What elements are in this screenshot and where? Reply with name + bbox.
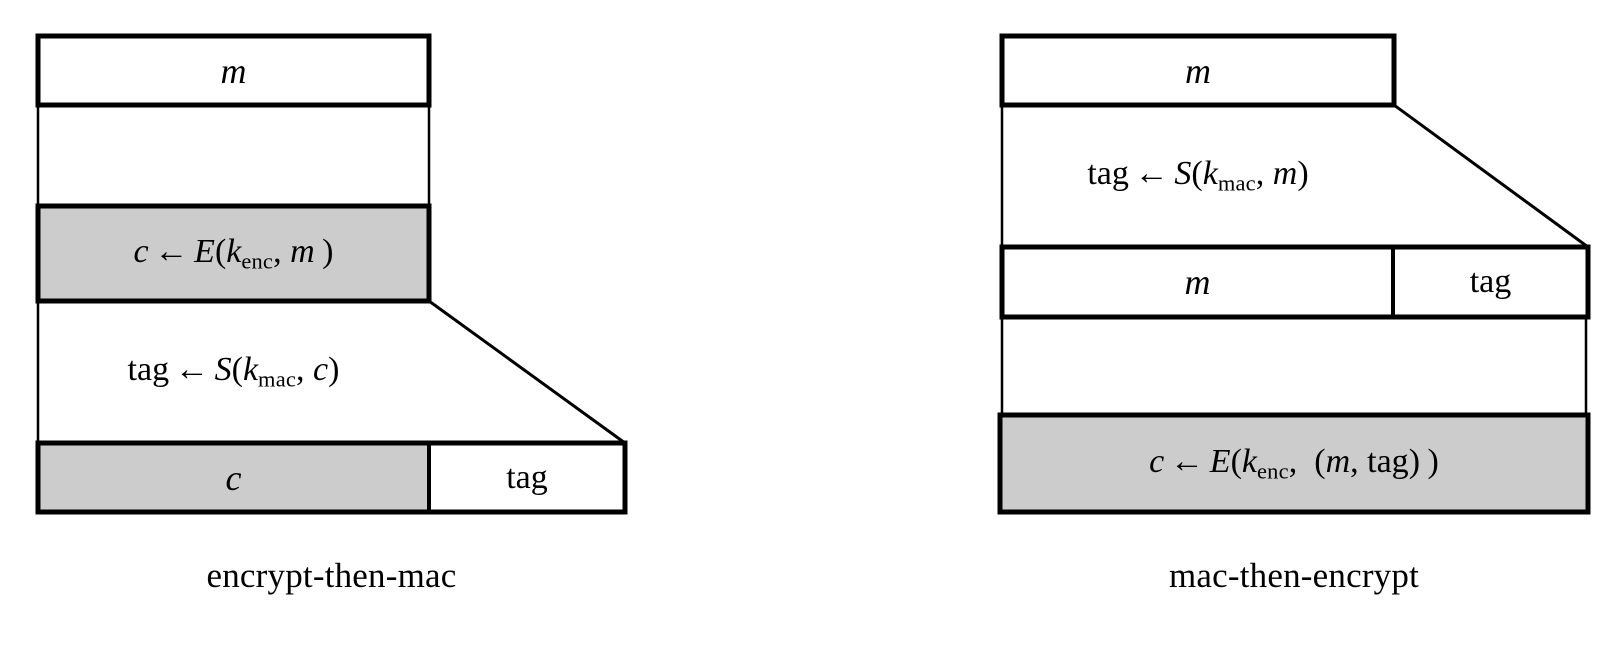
mte-intermediate-row-box (999, 244, 1591, 320)
mte-message-box (999, 33, 1397, 108)
mte-encrypt-box (997, 412, 1591, 515)
mac-then-encrypt-caption: mac-then-encrypt (1000, 556, 1588, 596)
etm-output-ciphertext-fill (40, 445, 429, 510)
etm-encrypt-box (35, 203, 432, 304)
caption-right-text: mac-then-encrypt (1168, 556, 1419, 595)
etm-output-row-outline (35, 440, 628, 515)
caption-left-text: encrypt-then-mac (206, 556, 457, 595)
encrypt-then-mac-diagram (35, 33, 628, 515)
mte-diagonal-connector (1393, 103, 1589, 249)
mac-then-encrypt-diagram (997, 33, 1591, 515)
etm-message-box (35, 33, 432, 108)
encrypt-then-mac-caption: encrypt-then-mac (38, 556, 625, 596)
etm-diagonal-connector (428, 299, 626, 445)
